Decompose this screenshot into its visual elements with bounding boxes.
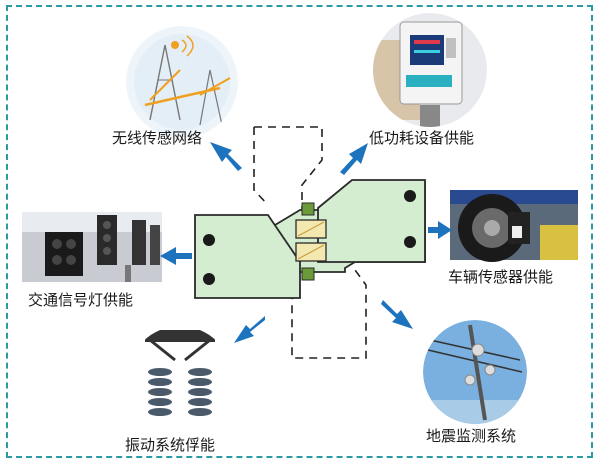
mounting-hole bbox=[203, 234, 215, 246]
traffic-light-image bbox=[22, 212, 162, 282]
energy-harvester-right-plate bbox=[317, 179, 426, 263]
arrow-to-vehicle-sensor bbox=[428, 221, 452, 239]
beam-dashed-outline-upper bbox=[253, 126, 323, 210]
mass-block-bottom bbox=[301, 267, 315, 281]
arrow-to-traffic-light bbox=[160, 247, 192, 265]
label-low-power-device-supply: 低功耗设备供能 bbox=[369, 129, 475, 147]
mass-block-top bbox=[301, 202, 315, 216]
mounting-hole bbox=[404, 236, 416, 248]
wireless-network-image bbox=[126, 26, 238, 138]
vehicle-wheel-image bbox=[450, 190, 578, 262]
mounting-hole bbox=[203, 273, 215, 285]
mounting-hole bbox=[404, 190, 416, 202]
dashed-border-frame bbox=[6, 5, 593, 458]
label-vibration-system-floating: 振动系统俘能 bbox=[125, 436, 216, 454]
beam-dashed-outline-lower bbox=[291, 269, 367, 359]
label-vehicle-sensor-supply: 车辆传感器供能 bbox=[448, 268, 554, 286]
label-wireless-sensor-network: 无线传感网络 bbox=[112, 129, 203, 147]
medical-device-image bbox=[373, 13, 487, 127]
arrow-to-seismic-monitor bbox=[381, 300, 413, 329]
arrow-to-wireless-network bbox=[210, 142, 242, 171]
energy-harvester-left-plate bbox=[194, 214, 301, 299]
arrow-to-vibration-system bbox=[234, 316, 265, 343]
label-traffic-light-supply: 交通信号灯供能 bbox=[28, 291, 134, 309]
seismic-monitor-image bbox=[423, 320, 527, 424]
vibration-insulator-image bbox=[128, 326, 232, 430]
arrow-to-low-power-device bbox=[340, 143, 368, 175]
label-seismic-monitoring-system: 地震监测系统 bbox=[426, 427, 517, 445]
